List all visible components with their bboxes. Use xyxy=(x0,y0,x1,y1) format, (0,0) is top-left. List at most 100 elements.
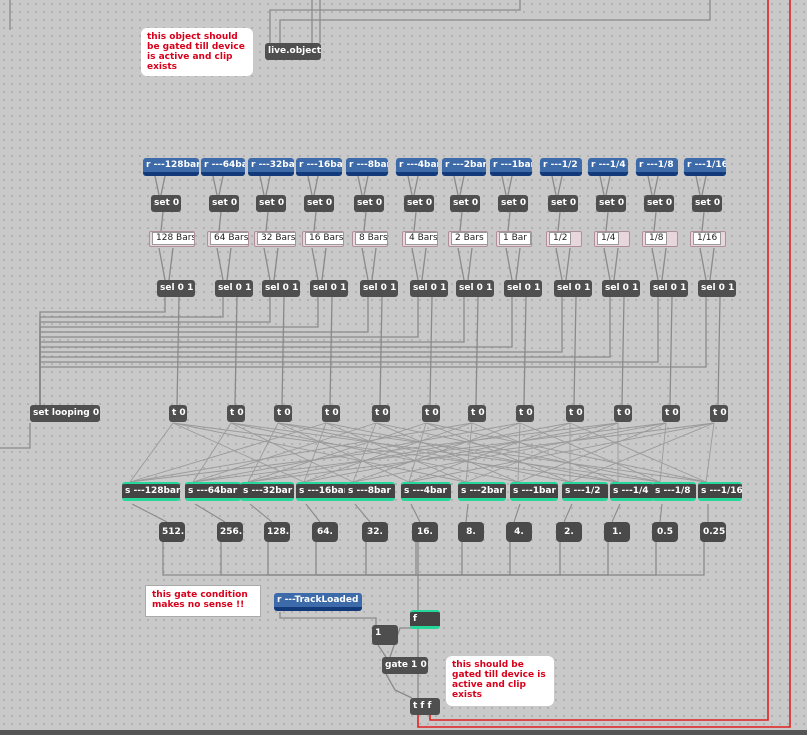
receive[interactable]: r ---2bar xyxy=(442,158,486,176)
set-message[interactable]: set 0 xyxy=(151,195,181,212)
select-object[interactable]: sel 0 1 xyxy=(310,280,348,297)
trigger-object[interactable]: t 0 xyxy=(274,405,292,422)
length-label[interactable]: 16 Bars xyxy=(302,231,344,247)
receive[interactable]: r ---1/4 xyxy=(588,158,628,176)
length-label[interactable]: 128 Bars xyxy=(149,231,195,247)
trigger-object[interactable]: t 0 xyxy=(322,405,340,422)
send[interactable]: s ---4bar xyxy=(401,482,451,501)
number-box[interactable]: 32. xyxy=(362,522,388,542)
number-box[interactable]: 0.25 xyxy=(700,522,726,542)
select-object[interactable]: sel 0 1 xyxy=(554,280,592,297)
set-message[interactable]: set 0 xyxy=(256,195,286,212)
trigger-tff[interactable]: t f f xyxy=(410,698,440,715)
send[interactable]: s ---2bar xyxy=(458,482,506,501)
length-label[interactable]: 8 Bars xyxy=(352,231,388,247)
receive-trackloaded[interactable]: r ---TrackLoaded xyxy=(274,593,362,611)
set-message[interactable]: set 0 xyxy=(692,195,722,212)
length-label[interactable]: 1/4 xyxy=(594,231,630,247)
trigger-object[interactable]: t 0 xyxy=(468,405,486,422)
send[interactable]: s ---128bar xyxy=(122,482,180,501)
receive[interactable]: r ---128bar xyxy=(143,158,199,176)
patch-cord xyxy=(375,422,519,483)
set-message[interactable]: set 0 xyxy=(304,195,334,212)
select-object[interactable]: sel 0 1 xyxy=(456,280,494,297)
patch-cord xyxy=(408,422,427,483)
receive[interactable]: r ---64bar xyxy=(201,158,245,176)
receive[interactable]: r ---1/16 xyxy=(684,158,726,176)
patch-cord xyxy=(329,296,333,406)
send[interactable]: s ---8bar xyxy=(345,482,395,501)
select-object[interactable]: sel 0 1 xyxy=(698,280,736,297)
live-object-box[interactable]: live.object xyxy=(265,43,321,60)
toggle-message-box[interactable]: 1 xyxy=(372,625,398,645)
send[interactable]: s ---1/16 xyxy=(698,482,742,501)
set-message[interactable]: set 0 xyxy=(209,195,239,212)
trigger-object[interactable]: t 0 xyxy=(422,405,440,422)
patch-cord xyxy=(325,422,467,483)
send[interactable]: s ---1/4 xyxy=(610,482,654,501)
length-label[interactable]: 2 Bars xyxy=(448,231,488,247)
trigger-object[interactable]: t 0 xyxy=(227,405,245,422)
receive[interactable]: r ---4bar xyxy=(396,158,438,176)
set-message[interactable]: set 0 xyxy=(450,195,480,212)
trigger-object[interactable]: t 0 xyxy=(169,405,187,422)
patch-cord xyxy=(218,211,222,232)
length-label[interactable]: 32 Bars xyxy=(254,231,296,247)
trigger-object[interactable]: t 0 xyxy=(710,405,728,422)
set-message[interactable]: set 0 xyxy=(596,195,626,212)
receive[interactable]: r ---1bar xyxy=(490,158,532,176)
number-box[interactable]: 4. xyxy=(506,522,532,542)
set-message[interactable]: set 0 xyxy=(498,195,528,212)
number-box[interactable]: 0.5 xyxy=(652,522,678,542)
float-box[interactable]: f xyxy=(410,610,440,629)
send[interactable]: s ---1/8 xyxy=(652,482,696,501)
patch-cord xyxy=(218,175,224,196)
patch-cord xyxy=(415,542,418,576)
send[interactable]: s ---16bar xyxy=(296,482,350,501)
set-message[interactable]: set 0 xyxy=(354,195,384,212)
number-box[interactable]: 64. xyxy=(312,522,338,542)
receive[interactable]: r ---1/2 xyxy=(540,158,582,176)
send[interactable]: s ---64bar xyxy=(185,482,241,501)
patch-cord xyxy=(129,422,619,483)
trigger-object[interactable]: t 0 xyxy=(566,405,584,422)
length-label[interactable]: 1/2 xyxy=(546,231,582,247)
select-object[interactable]: sel 0 1 xyxy=(410,280,448,297)
select-object[interactable]: sel 0 1 xyxy=(650,280,688,297)
set-looping-message[interactable]: set looping 0 xyxy=(30,405,100,422)
select-object[interactable]: sel 0 1 xyxy=(157,280,195,297)
number-box[interactable]: 16. xyxy=(412,522,438,542)
send[interactable]: s ---1/2 xyxy=(562,482,608,501)
number-box[interactable]: 8. xyxy=(458,522,484,542)
select-object[interactable]: sel 0 1 xyxy=(215,280,253,297)
set-message[interactable]: set 0 xyxy=(644,195,674,212)
receive[interactable]: r ---1/8 xyxy=(636,158,678,176)
send[interactable]: s ---1bar xyxy=(510,482,558,501)
length-label[interactable]: 1 Bar xyxy=(496,231,532,247)
number-box[interactable]: 128. xyxy=(264,522,290,542)
trigger-object[interactable]: t 0 xyxy=(662,405,680,422)
number-box[interactable]: 512. xyxy=(159,522,185,542)
set-message[interactable]: set 0 xyxy=(404,195,434,212)
length-label[interactable]: 64 Bars xyxy=(207,231,249,247)
select-object[interactable]: sel 0 1 xyxy=(504,280,542,297)
set-message[interactable]: set 0 xyxy=(548,195,578,212)
patch-cord xyxy=(160,211,164,232)
trigger-object[interactable]: t 0 xyxy=(516,405,534,422)
trigger-object[interactable]: t 0 xyxy=(614,405,632,422)
length-label[interactable]: 4 Bars xyxy=(402,231,438,247)
number-box[interactable]: 2. xyxy=(556,522,582,542)
select-object[interactable]: sel 0 1 xyxy=(360,280,398,297)
gate-object[interactable]: gate 1 0 xyxy=(382,657,428,674)
receive[interactable]: r ---16bar xyxy=(296,158,342,176)
length-label[interactable]: 1/8 xyxy=(642,231,678,247)
receive[interactable]: r ---32bar xyxy=(248,158,294,176)
select-object[interactable]: sel 0 1 xyxy=(602,280,640,297)
select-object[interactable]: sel 0 1 xyxy=(262,280,300,297)
receive[interactable]: r ---8bar xyxy=(346,158,388,176)
number-box[interactable]: 256. xyxy=(217,522,243,542)
number-box[interactable]: 1. xyxy=(604,522,630,542)
trigger-object[interactable]: t 0 xyxy=(372,405,390,422)
length-label[interactable]: 1/16 xyxy=(690,231,726,247)
send[interactable]: s ---32bar xyxy=(240,482,294,501)
